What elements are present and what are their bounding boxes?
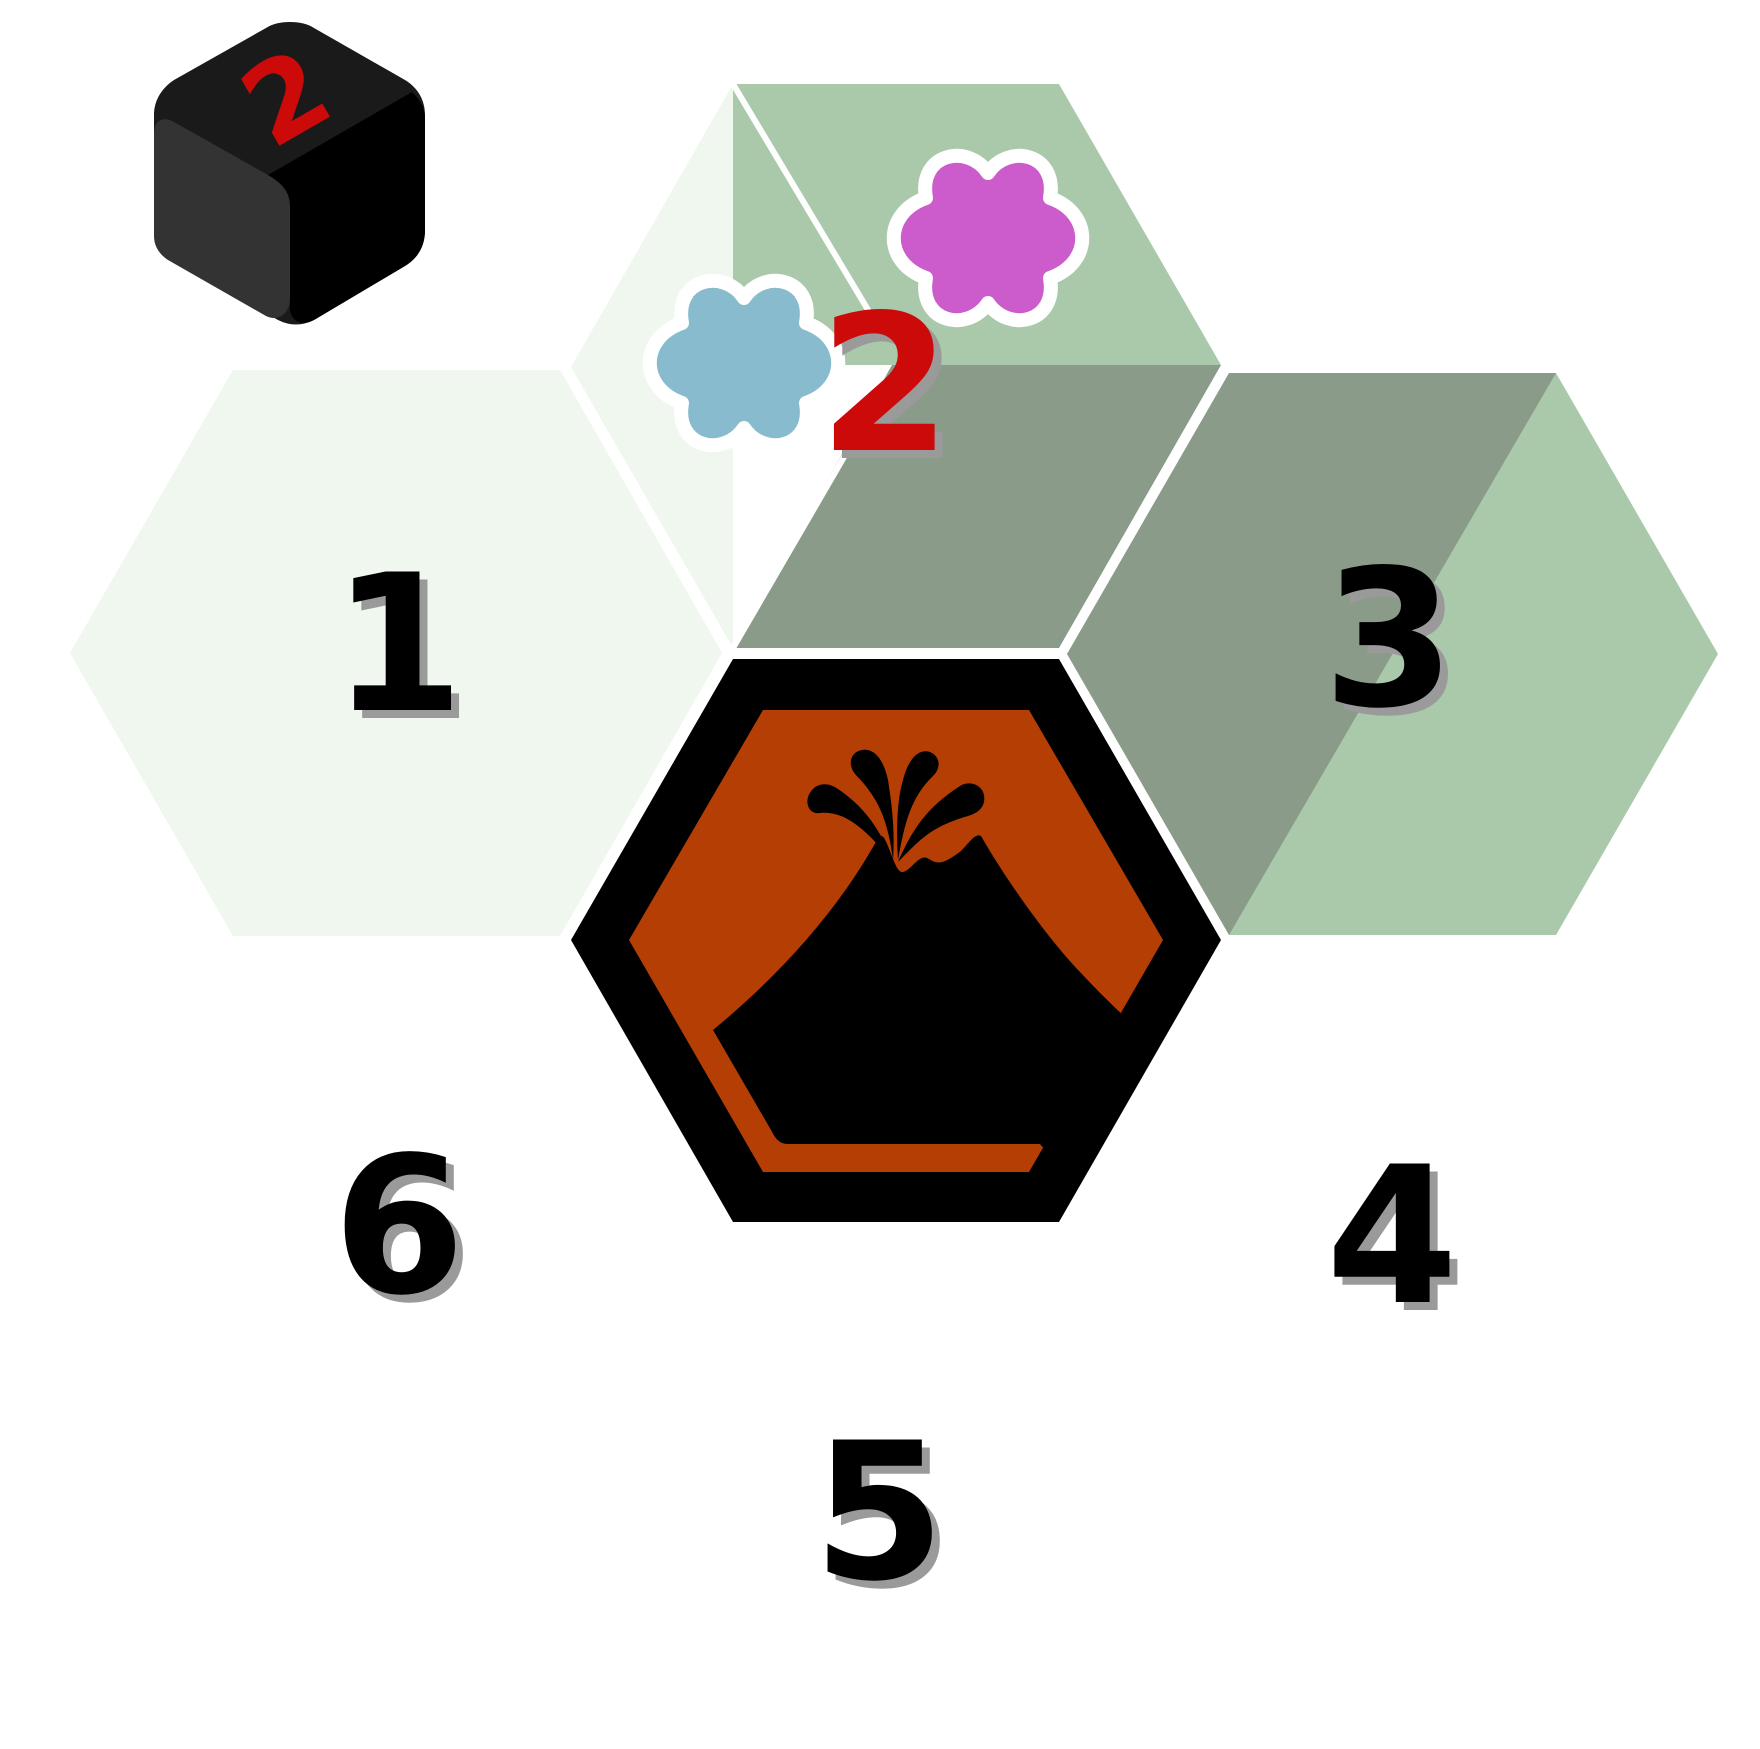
hex-seam: [730, 82, 883, 332]
tile-number-3: 3: [1323, 529, 1455, 750]
tile-number-1: 1: [332, 534, 464, 755]
hex-tile-3[interactable]: [1067, 373, 1718, 935]
tile-number-5-shadow: 5: [821, 1410, 953, 1631]
tile-number-2: 2: [819, 274, 951, 495]
d6-die-icon[interactable]: 2: [154, 22, 425, 325]
tile-number-1-shadow: 1: [340, 542, 472, 763]
flower-token-blue[interactable]: [642, 273, 846, 453]
tile-number-5: 5: [813, 1402, 945, 1623]
flower-token-magenta[interactable]: [886, 148, 1090, 328]
hex-tile-1[interactable]: [70, 370, 722, 936]
tile-number-4-shadow: 4: [1334, 1134, 1466, 1355]
tile-number-6: 6: [333, 1116, 465, 1337]
tile-number-4: 4: [1326, 1126, 1458, 1347]
tile-number-2-shadow: 2: [827, 282, 959, 503]
tile-number-6-shadow: 6: [341, 1124, 473, 1345]
hex-seam: [730, 393, 883, 650]
volcano-icon: [713, 749, 1141, 1149]
tile-number-3-shadow: 3: [1331, 537, 1463, 758]
